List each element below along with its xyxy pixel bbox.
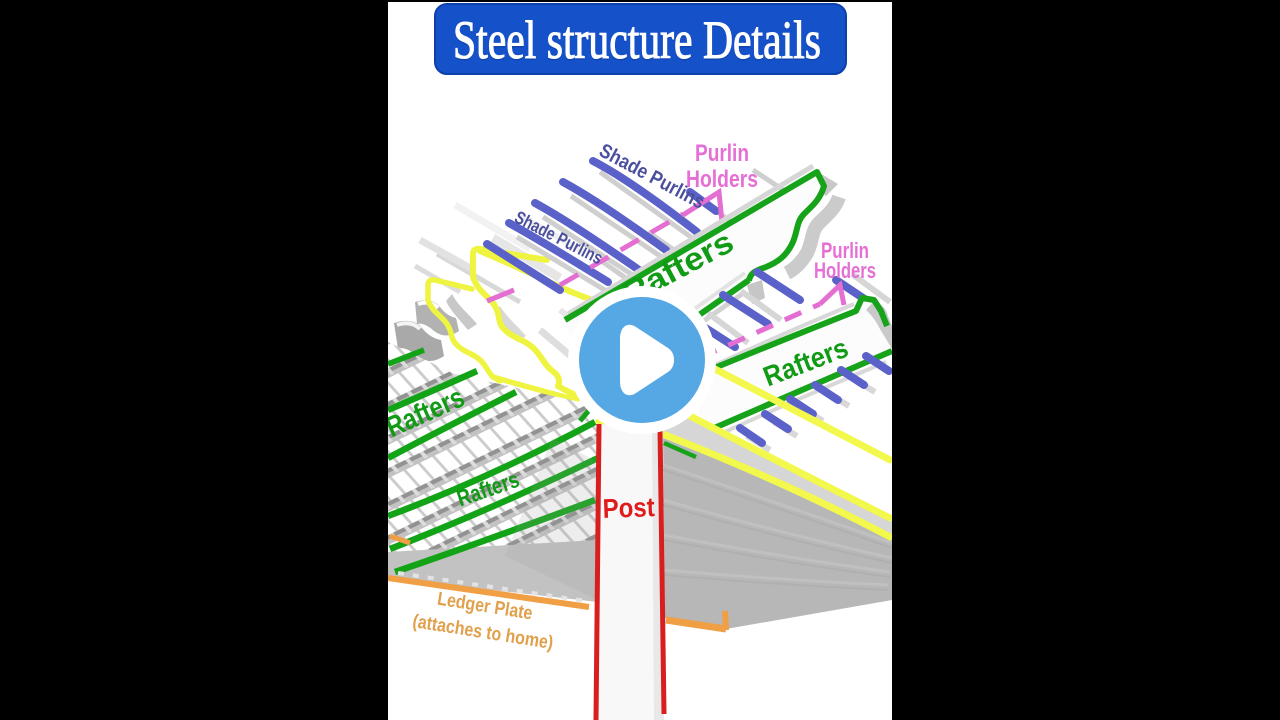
svg-text:Holders: Holders [814,258,876,283]
svg-text:Purlin: Purlin [695,140,749,167]
svg-text:Post: Post [602,492,655,524]
svg-text:Steel structure Details: Steel structure Details [453,10,821,70]
svg-text:Purlin: Purlin [821,238,869,263]
svg-text:Holders: Holders [686,166,758,193]
svg-text:Steel structure Details: Steel structure Details [453,12,821,72]
